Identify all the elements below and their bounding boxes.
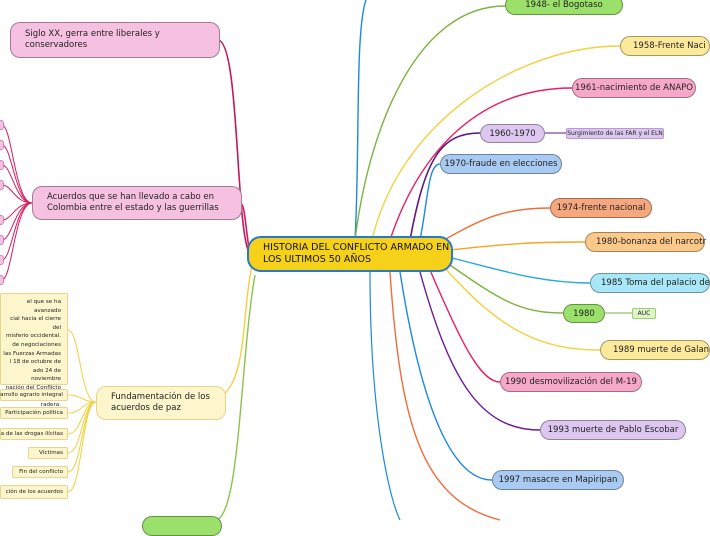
event-1993[interactable]: 1993 muerte de Pablo Escobar <box>540 420 686 440</box>
pink-subnode[interactable] <box>0 140 4 150</box>
event-1985[interactable]: 1985 Toma del palacio de <box>590 273 710 293</box>
event-1974[interactable]: 1974-frente nacional <box>550 198 652 218</box>
peace-note: el que se ha avanzado cial hacia el cier… <box>0 293 68 408</box>
event-1948[interactable]: 1948- el Bogotaso <box>505 0 623 15</box>
peace-point-drogas[interactable]: a de las drogas ilícitas <box>0 428 68 440</box>
pink-subnode[interactable] <box>0 215 4 225</box>
peace-point-victimas[interactable]: Víctimas <box>28 447 68 459</box>
pink-subnode[interactable] <box>0 255 4 265</box>
pink-subnode[interactable] <box>0 235 4 245</box>
event-1960-sub[interactable]: Surgimiento de las FAR y el ELN <box>566 128 664 139</box>
event-1958[interactable]: 1958-Frente Naci <box>620 36 710 56</box>
central-topic[interactable]: HISTORIA DEL CONFLICTO ARMADO EN LOS ULT… <box>247 236 453 272</box>
topic-siglo-xx[interactable]: Siglo XX, gerra entre liberales y conser… <box>10 22 220 58</box>
event-1960-1970[interactable]: 1960-1970 <box>480 124 545 143</box>
event-1980[interactable]: 1980 <box>563 304 605 323</box>
event-1980-bonanza[interactable]: 1980-bonanza del narcotr <box>585 232 706 252</box>
peace-point-fin-conflicto[interactable]: Fin del conflicto <box>12 466 68 478</box>
event-1970[interactable]: 1970-fraude en elecciones <box>440 154 562 174</box>
peace-point-participacion[interactable]: Participación política <box>0 407 68 419</box>
topic-bottom-partial[interactable] <box>142 516 222 536</box>
pink-subnode[interactable] <box>0 160 4 170</box>
pink-subnode[interactable] <box>0 180 4 190</box>
pink-subnode[interactable] <box>0 275 4 285</box>
pink-subnode[interactable] <box>0 120 4 130</box>
connector-lines <box>1 0 632 521</box>
event-1989[interactable]: 1989 muerte de Galan <box>600 340 710 360</box>
event-1980-sub[interactable]: AUC <box>632 308 656 319</box>
event-1997[interactable]: 1997 masacre en Mapiripan <box>492 470 624 490</box>
event-1961[interactable]: 1961-nacimiento de ANAPO <box>572 78 696 98</box>
event-1990[interactable]: 1990 desmovilización del M-19 <box>500 372 642 392</box>
peace-point-agrario[interactable]: arrollo agrario integral <box>0 389 68 401</box>
topic-fundamentacion[interactable]: Fundamentación de los acuerdos de paz <box>96 386 226 420</box>
peace-point-implementacion[interactable]: ción de los acuerdos <box>0 485 68 499</box>
topic-acuerdos[interactable]: Acuerdos que se han llevado a cabo en Co… <box>32 186 242 220</box>
